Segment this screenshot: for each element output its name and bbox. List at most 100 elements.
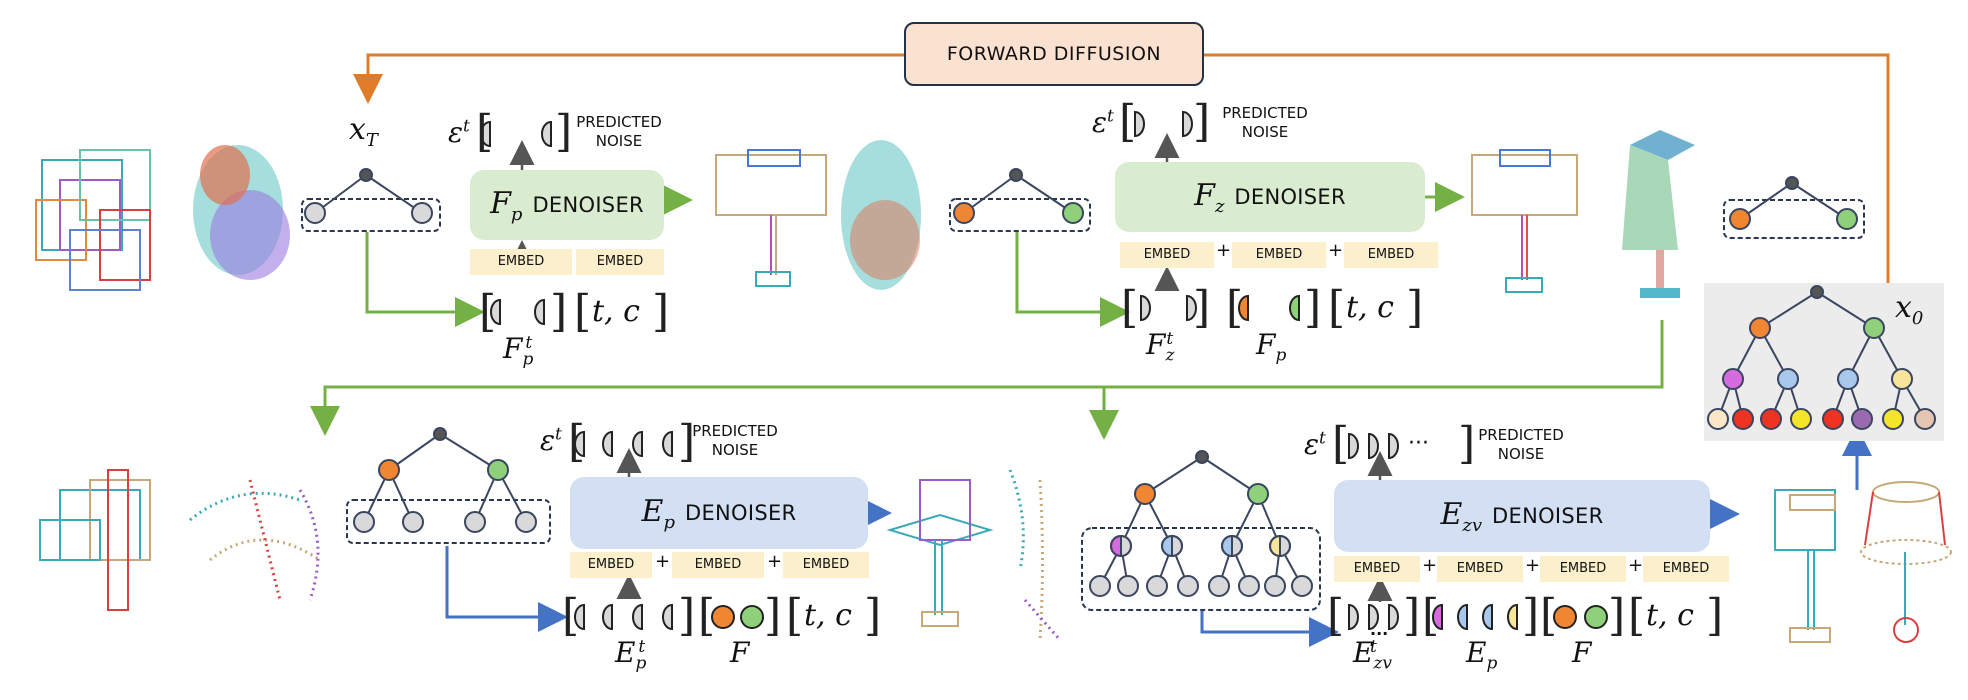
input-tokens-ezv-t [1348,603,1399,631]
bracket-open-noise-ezv: [ [1332,418,1350,469]
noise-tokens-fp [480,120,552,148]
fz-denoiser: Fz DENOISER [1115,162,1425,232]
plus-ep-2: + [767,551,783,572]
noise-tokens-ezv [1348,432,1399,460]
embed-ep-1: EMBED [570,552,652,578]
bracket-close-tc-4: ] [1706,590,1724,641]
tc-label-4: t, c [1646,598,1694,633]
bracket-open-tc-3: [ [786,590,804,641]
tree-ezv-box [1081,527,1321,611]
input-tokens-fp-t [490,298,545,326]
bracket-close-tc-1: ] [652,286,670,337]
bracket-open-ep-2: [ [1422,590,1440,641]
input-tokens-fz-t [1140,294,1197,322]
bracket-close-f-2: ] [1608,590,1626,641]
arrow-fp-tree-to-input [1015,232,1130,327]
ep-denoiser: Ep DENOISER [570,477,868,549]
tree-x0 [1707,285,1936,430]
ep-t-label: Ept [615,636,647,674]
bracket-open-tc-4: [ [1628,590,1646,641]
bracket-close-noise-fp: ] [555,106,573,157]
fp-denoiser-word: DENOISER [532,193,644,217]
fp-denoiser: Fp DENOISER [470,170,664,240]
bracket-close-ep-t: ] [678,590,696,641]
shape-thumb-points-row2 [189,479,321,601]
embed-fp-2: EMBED [576,249,664,275]
embed-fz-3: EMBED [1344,242,1438,268]
arrow-to-row2 [310,320,1664,436]
bracket-open-f-2: [ [1540,590,1558,641]
tree-xT [304,168,433,224]
bracket-open-tc-1: [ [574,286,592,337]
plus-ep-1: + [655,551,671,572]
bracket-open-ep-t: [ [562,590,580,641]
input-tokens-ep-row2b [1432,603,1518,631]
bracket-close-tc-2: ] [1406,282,1424,333]
shape-thumb-blob-row1 [193,145,290,280]
ep-denoiser-word: DENOISER [684,501,797,525]
shape-thumb-blob-row1b [841,140,921,290]
x0-label: x0 [1895,290,1924,329]
tree-fp-box [949,198,1091,232]
bracket-open-fp-t: [ [479,286,497,337]
plus-ezv-1: + [1422,555,1438,576]
plus-fz-2: + [1328,240,1344,261]
epsilon-ep: εt [540,424,562,457]
f-label-1: F [730,636,750,669]
xT-label: xT [349,112,378,151]
bracket-close-ezv-t: ] [1403,590,1421,641]
forward-diffusion-arrow [368,53,1890,298]
fp-t-label: Fpt [503,332,534,370]
tree-fp [953,168,1084,224]
embed-ezv-2: EMBED [1437,556,1523,582]
ezv-symbol: Ezv [1440,496,1483,536]
input-tokens-f-row2b [1553,605,1608,629]
bracket-open-f-1: [ [698,590,716,641]
embed-ep-2: EMBED [672,552,764,578]
epsilon-fp: εt [448,116,470,149]
f-label-2: F [1572,636,1592,669]
ep-symbol: Ep [641,493,675,533]
fz-denoiser-word: DENOISER [1234,185,1346,209]
shape-thumb-lamp-wire-2 [1471,149,1578,293]
arrow-ep-tree-to-input [445,546,568,632]
bracket-close-tc-3: ] [864,590,882,641]
epsilon-ezv: εt [1304,428,1326,461]
bracket-close-noise-ep: ] [678,416,696,467]
shape-thumb-cubes-row2 [39,469,151,611]
fz-symbol: Fz [1194,177,1225,217]
bracket-close-ep-2: ] [1522,590,1540,641]
embed-fz-1: EMBED [1120,242,1214,268]
noise-tokens-fz [1134,110,1193,138]
ellipsis-ezv-t: ··· [1370,624,1389,643]
embed-ezv-4: EMBED [1643,556,1729,582]
bracket-open-noise-fp: [ [476,106,494,157]
tc-label-3: t, c [804,598,852,633]
fp-symbol: Fp [490,185,523,225]
fz-t-label: Fzt [1146,328,1175,366]
input-tokens-fp [1238,294,1300,322]
tree-xT-box [301,198,441,232]
arrow-ezv-tree-to-input [1200,611,1339,647]
bracket-close-f-1: ] [764,590,782,641]
shape-thumb-lamp-wire-1 [715,149,827,287]
arrow-xT-to-input [365,232,485,327]
tree-fz [1729,176,1858,230]
bracket-close-fp: ] [1304,282,1322,333]
ep-label-2: Ep [1466,636,1498,674]
bracket-open-noise-ep: [ [568,416,586,467]
plus-fz-1: + [1216,240,1232,261]
noise-tokens-ep [574,430,673,458]
embed-ep-3: EMBED [783,552,869,578]
bracket-close-noise-ezv: ] [1458,418,1476,469]
plus-ezv-3: + [1628,555,1644,576]
ezv-t-label: Ezvt [1353,636,1393,674]
bracket-open-tc-2: [ [1328,282,1346,333]
embed-ezv-1: EMBED [1334,556,1420,582]
bracket-open-fp: [ [1226,282,1244,333]
